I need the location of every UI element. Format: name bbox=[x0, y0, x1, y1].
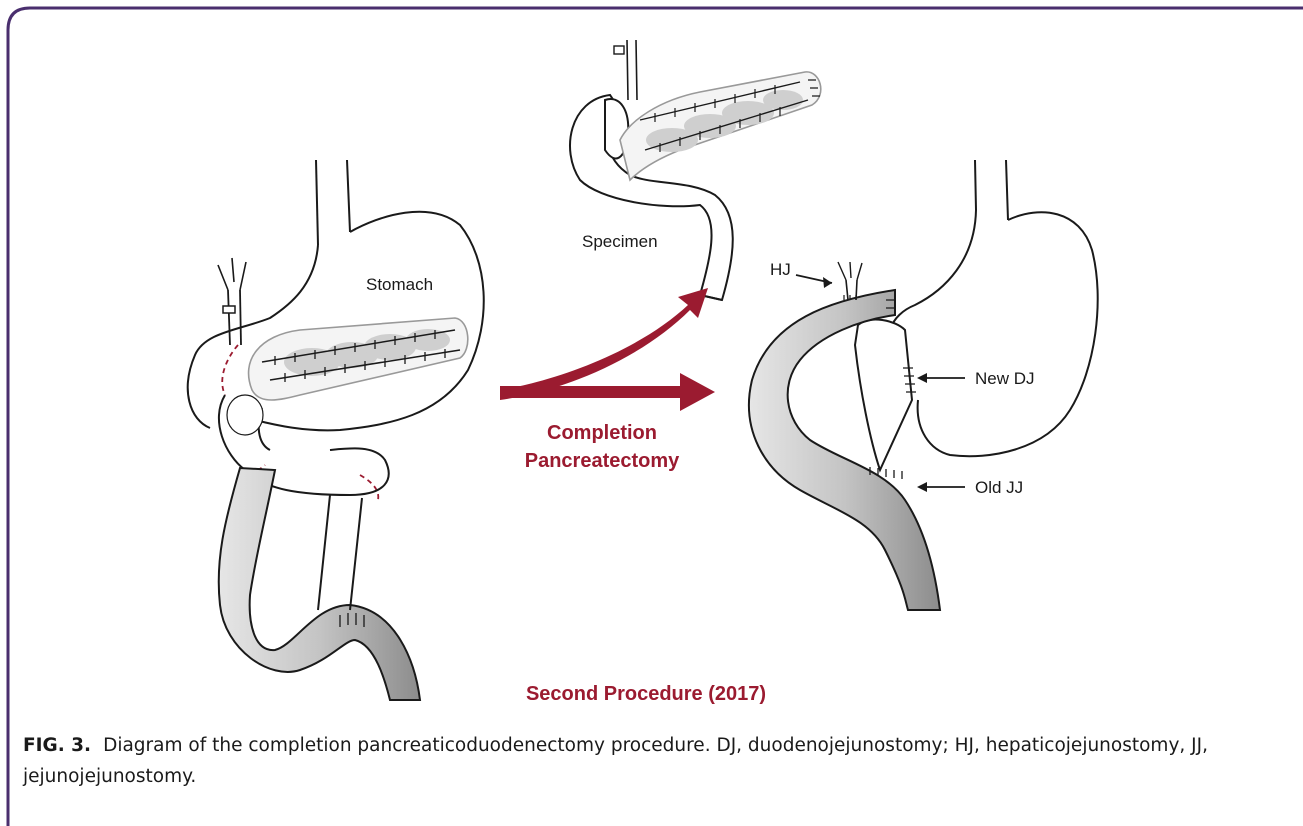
new-dj-label: New DJ bbox=[975, 369, 1035, 388]
specimen-label: Specimen bbox=[582, 232, 658, 251]
left-anatomy bbox=[188, 160, 484, 700]
hj-label: HJ bbox=[770, 260, 791, 279]
old-jj-label: Old JJ bbox=[975, 478, 1023, 497]
figure-number: FIG. 3. bbox=[23, 735, 91, 756]
right-anatomy bbox=[749, 160, 1098, 610]
arrow-label-line1: Completion bbox=[547, 422, 657, 444]
figure-caption: FIG. 3.Diagram of the completion pancrea… bbox=[23, 730, 1273, 792]
arrow-label-line2: Pancreatectomy bbox=[525, 450, 680, 472]
stomach-label: Stomach bbox=[366, 275, 433, 294]
procedure-arrows bbox=[500, 288, 715, 411]
right-jejunum bbox=[749, 290, 940, 610]
left-jejunum bbox=[219, 468, 420, 700]
procedure-title: Second Procedure (2017) bbox=[526, 683, 766, 705]
caption-text: Diagram of the completion pancreaticoduo… bbox=[23, 735, 1208, 787]
